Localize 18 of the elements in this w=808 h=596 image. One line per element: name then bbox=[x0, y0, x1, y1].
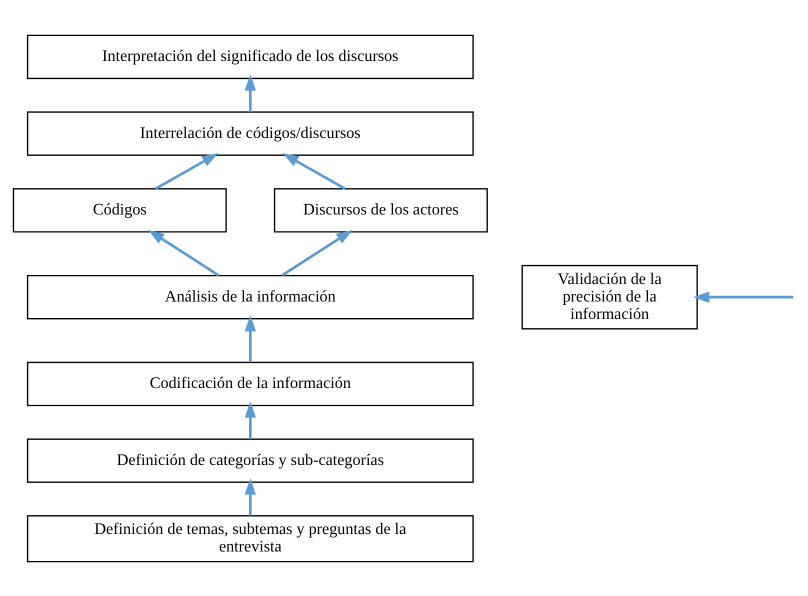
node-box: Definición de categorías y sub-categorías bbox=[26, 438, 474, 482]
arrow bbox=[282, 152, 346, 190]
node-box: Definición de temas, subtemas y preguntas de la entrevista bbox=[26, 514, 474, 562]
arrow bbox=[281, 229, 353, 276]
node-box: Codificación de la información bbox=[26, 361, 474, 406]
arrow bbox=[154, 152, 218, 190]
arrow bbox=[244, 74, 256, 112]
node-box: Discursos de los actores bbox=[274, 188, 488, 232]
arrow bbox=[244, 400, 256, 439]
arrow bbox=[244, 314, 256, 362]
node-box: Interpretación del significado de los discursos bbox=[26, 34, 474, 79]
node-box: Códigos bbox=[12, 188, 227, 232]
node-box: Validación de la precisión de la información bbox=[522, 264, 698, 329]
arrow bbox=[244, 478, 256, 516]
arrow bbox=[148, 229, 220, 276]
arrow bbox=[693, 290, 794, 302]
node-box: Análisis de la información bbox=[26, 274, 474, 319]
node-box: Interrelación de códigos/discursos bbox=[26, 110, 474, 156]
